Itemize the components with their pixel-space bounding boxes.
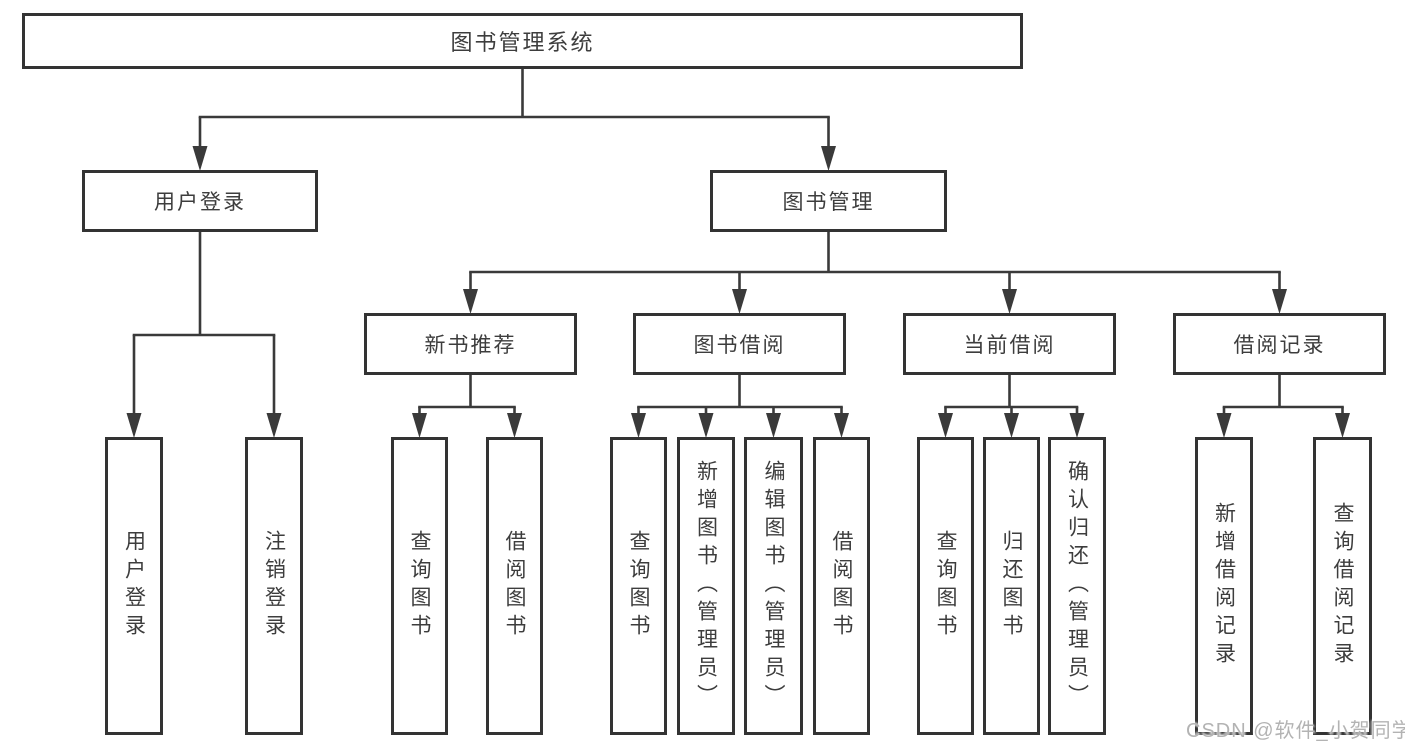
arrowhead-icon (766, 413, 781, 438)
watermark-text: CSDN @软件_小贺同学 (1186, 720, 1405, 742)
arrowhead-icon (266, 413, 282, 438)
node-current-borrow: 当前借阅 (903, 313, 1116, 375)
node-leaf-user-login: 用户登录 (105, 437, 163, 735)
node-book-borrow: 图书借阅 (633, 313, 846, 375)
node-root: 图书管理系统 (22, 13, 1023, 69)
node-user-login: 用户登录 (82, 170, 318, 232)
node-leaf-cb-confirm: 确认归还（管理员） (1048, 437, 1106, 735)
node-leaf-bb-add: 新增图书（管理员） (677, 437, 735, 735)
arrowhead-icon (1216, 413, 1232, 438)
node-leaf-cb-query: 查询图书 (917, 437, 974, 735)
node-leaf-br-add: 新增借阅记录 (1195, 437, 1253, 735)
node-leaf-nb-borrow: 借阅图书 (486, 437, 543, 735)
node-leaf-cb-return: 归还图书 (983, 437, 1040, 735)
arrowhead-icon (938, 413, 953, 438)
node-leaf-br-query: 查询借阅记录 (1313, 437, 1372, 735)
arrowhead-icon (192, 146, 208, 171)
arrowhead-icon (631, 413, 646, 438)
arrowhead-icon (412, 413, 427, 438)
arrowhead-icon (126, 413, 142, 438)
node-book-mgmt: 图书管理 (710, 170, 947, 232)
arrowhead-icon (463, 289, 478, 314)
arrowhead-icon (698, 413, 714, 438)
node-leaf-bb-borrow: 借阅图书 (813, 437, 870, 735)
arrowhead-icon (732, 289, 747, 314)
arrowhead-icon (834, 413, 849, 438)
arrowhead-icon (1272, 289, 1287, 314)
arrowhead-icon (1002, 289, 1017, 314)
node-new-book-rec: 新书推荐 (364, 313, 577, 375)
node-leaf-logout: 注销登录 (245, 437, 303, 735)
node-borrow-records: 借阅记录 (1173, 313, 1386, 375)
node-leaf-bb-edit: 编辑图书（管理员） (744, 437, 803, 735)
arrowhead-icon (1004, 413, 1019, 438)
arrowhead-icon (1069, 413, 1085, 438)
arrowhead-icon (1335, 413, 1350, 438)
node-leaf-nb-query: 查询图书 (391, 437, 448, 735)
arrowhead-icon (821, 146, 836, 171)
arrowhead-icon (507, 413, 522, 438)
node-leaf-bb-query: 查询图书 (610, 437, 667, 735)
